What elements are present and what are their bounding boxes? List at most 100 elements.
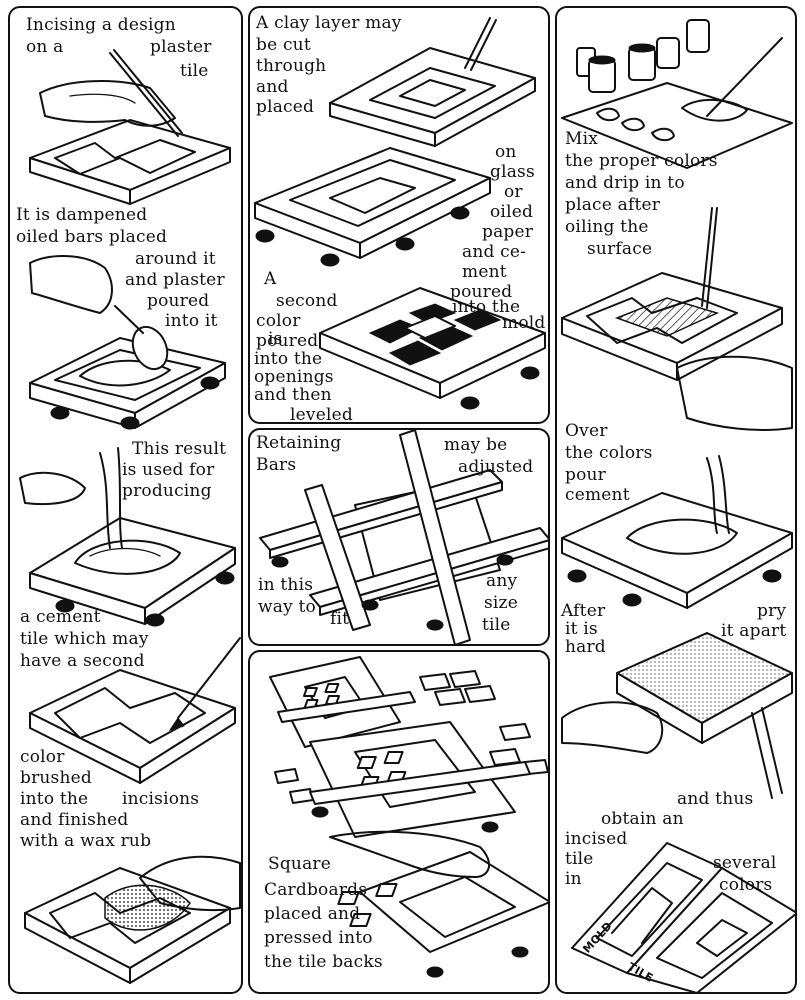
- caption-glass-9: into the: [452, 297, 521, 317]
- caption-dampened-4: and plaster: [125, 270, 225, 290]
- caption-incising-4: tile: [180, 61, 209, 81]
- caption-dampened-5: poured: [147, 291, 210, 311]
- caption-dampened-1: It is dampened: [16, 205, 148, 225]
- clay-layer-drawing: [330, 18, 535, 146]
- caption-glass-2: glass: [490, 162, 535, 182]
- plaster-mold-drawing: [30, 256, 225, 429]
- cardboard-squares-drawing: [275, 671, 548, 803]
- caption-thus-4: tile: [565, 849, 594, 869]
- caption-dampened-6: into it: [165, 311, 218, 331]
- second-color-blocks-drawing: [320, 288, 545, 409]
- right-column-illustrations: [557, 8, 795, 992]
- caption-second-6: into the: [254, 349, 323, 369]
- caption-after-4: pry: [757, 601, 787, 621]
- caption-square-3: placed and: [264, 904, 361, 924]
- caption-thus-1: and thus: [677, 789, 754, 809]
- caption-second-7: openings: [254, 367, 334, 387]
- caption-clay-4: and: [256, 77, 289, 97]
- left-column-illustrations: [10, 8, 243, 994]
- panel-clay-layer: A clay layer may be cut through and plac…: [248, 6, 550, 424]
- caption-after-2: it is: [565, 619, 598, 639]
- caption-color-6: with a wax rub: [20, 831, 152, 851]
- drip-colors-drawing: [562, 208, 792, 430]
- caption-thus-3: incised: [565, 829, 628, 849]
- caption-mix-5: oiling the: [565, 217, 649, 237]
- caption-fit-6: tile: [482, 615, 511, 635]
- caption-fit-3: fit: [330, 609, 350, 629]
- panel-left-column: Incising a design on a plaster tile It i…: [8, 6, 243, 994]
- caption-incising-3: plaster: [150, 37, 212, 57]
- caption-second-3: color: [256, 311, 301, 331]
- caption-square-1: Square: [268, 854, 331, 874]
- caption-fit-2: way to: [258, 597, 316, 617]
- caption-square-2: Cardboards: [264, 880, 368, 900]
- caption-cement-tile-3: have a second: [20, 651, 145, 671]
- cardboards-illustrations: [250, 652, 548, 994]
- caption-glass-4: oiled: [490, 202, 534, 222]
- caption-thus-6: several: [713, 853, 777, 873]
- caption-color-5: and finished: [20, 810, 129, 830]
- caption-incising-1: Incising a design: [26, 15, 176, 35]
- caption-over-4: cement: [565, 485, 630, 505]
- brush-color-drawing: [30, 638, 240, 783]
- caption-glass-3: or: [504, 182, 523, 202]
- clay-layer-illustrations: [250, 8, 550, 424]
- caption-over-1: Over: [565, 421, 608, 441]
- pry-apart-drawing: [562, 633, 792, 798]
- retaining-bars-illustration: [250, 430, 548, 644]
- caption-glass-7: ment: [462, 262, 507, 282]
- caption-over-2: the colors: [565, 443, 653, 463]
- caption-color-4: incisions: [122, 789, 200, 809]
- caption-second-1: A: [264, 269, 277, 289]
- caption-over-3: pour: [565, 465, 606, 485]
- caption-mix-4: place after: [565, 195, 661, 215]
- caption-after-5: it apart: [721, 621, 787, 641]
- caption-glass-1: on: [495, 142, 517, 162]
- caption-glass-10: mold: [502, 313, 546, 333]
- wax-rub-drawing: [25, 857, 240, 983]
- caption-fit-4: any: [486, 571, 518, 591]
- panel-right-column: Mix the proper colors and drip in to pla…: [555, 6, 797, 994]
- caption-thus-2: obtain an: [601, 809, 684, 829]
- caption-clay-3: through: [256, 56, 327, 76]
- caption-glass-8: poured: [450, 282, 513, 302]
- caption-retaining-1: Retaining: [256, 433, 342, 453]
- caption-clay-2: be cut: [256, 35, 311, 55]
- caption-color-1: color: [20, 747, 65, 767]
- caption-clay-1: A clay layer may: [256, 13, 402, 33]
- plaster-tile-drawing: [30, 50, 230, 204]
- caption-result-3: producing: [122, 481, 212, 501]
- caption-dampened-2: oiled bars placed: [16, 227, 168, 247]
- caption-retaining-4: adjusted: [458, 457, 534, 477]
- caption-square-5: the tile backs: [264, 952, 383, 972]
- caption-second-5: poured: [256, 331, 319, 351]
- caption-color-3: into the: [20, 789, 89, 809]
- caption-dampened-3: around it: [135, 249, 216, 269]
- retaining-bars-drawing: [260, 430, 548, 644]
- caption-second-4: is: [268, 329, 283, 349]
- mold-with-openings-drawing: [255, 148, 490, 266]
- caption-incising-2: on a: [26, 37, 64, 57]
- caption-square-4: pressed into: [264, 928, 373, 948]
- caption-mix-2: the proper colors: [565, 151, 718, 171]
- finished-tile-drawing: [572, 843, 795, 992]
- caption-fit-1: in this: [258, 575, 314, 595]
- caption-mix-6: surface: [587, 239, 653, 259]
- caption-retaining-2: Bars: [256, 455, 297, 475]
- caption-thus-7: colors: [719, 875, 773, 895]
- caption-second-9: leveled: [290, 405, 353, 424]
- color-jars-drawing: [562, 20, 792, 168]
- pour-cement-drawing: [562, 456, 792, 608]
- caption-second-8: and then: [254, 385, 332, 405]
- caption-after-1: After: [561, 601, 606, 621]
- caption-retaining-3: may be: [444, 435, 508, 455]
- caption-glass-5: paper: [482, 222, 534, 242]
- large-mold-drawing: [310, 722, 530, 837]
- caption-after-3: hard: [565, 637, 606, 657]
- caption-clay-5: placed: [256, 97, 315, 117]
- caption-result-2: is used for: [122, 460, 215, 480]
- caption-cement-tile-1: a cement: [20, 607, 101, 627]
- cement-pour-drawing: [20, 448, 235, 626]
- panel-cardboards: Square Cardboards placed and pressed int…: [248, 650, 550, 994]
- caption-cement-tile-2: tile which may: [20, 629, 149, 649]
